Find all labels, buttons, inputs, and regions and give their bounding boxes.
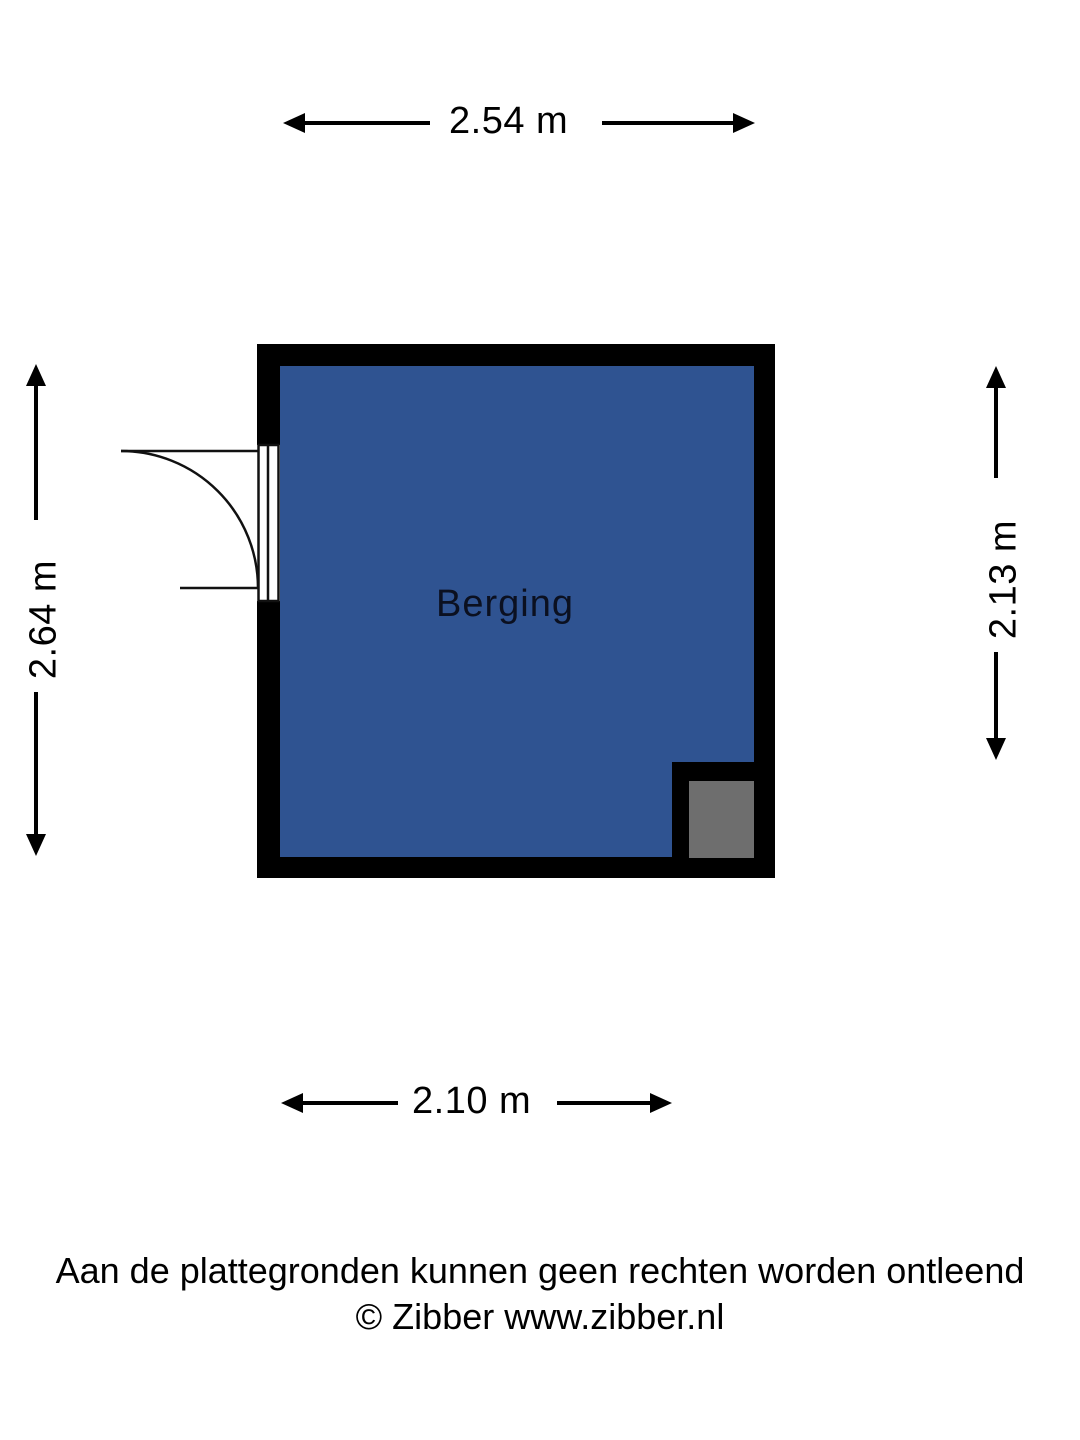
footer-copyright: © Zibber www.zibber.nl	[355, 1296, 725, 1337]
dimension-arrow-top	[283, 113, 755, 133]
room-floor-fill	[280, 366, 754, 857]
dimension-arrow-left	[26, 364, 46, 856]
berging-room	[257, 344, 775, 878]
corner-fixture	[689, 781, 754, 858]
dimension-arrow-bottom	[281, 1093, 672, 1113]
dimension-label-bottom: 2.10 m	[412, 1080, 532, 1122]
dimension-arrow-right	[986, 366, 1006, 760]
door-swing-arc	[120, 449, 260, 589]
dimension-label-right: 2.13 m	[982, 519, 1025, 640]
footer-disclaimer: Aan de plattegronden kunnen geen rechten…	[55, 1250, 1025, 1291]
dimension-label-top: 2.54 m	[449, 100, 569, 142]
door-jamb-top	[257, 437, 280, 445]
swing-door	[120, 437, 280, 610]
room-label-berging: Berging	[436, 583, 574, 625]
door-jamb-bottom	[257, 601, 280, 610]
footer: Aan de plattegronden kunnen geen rechten…	[0, 1248, 1080, 1340]
